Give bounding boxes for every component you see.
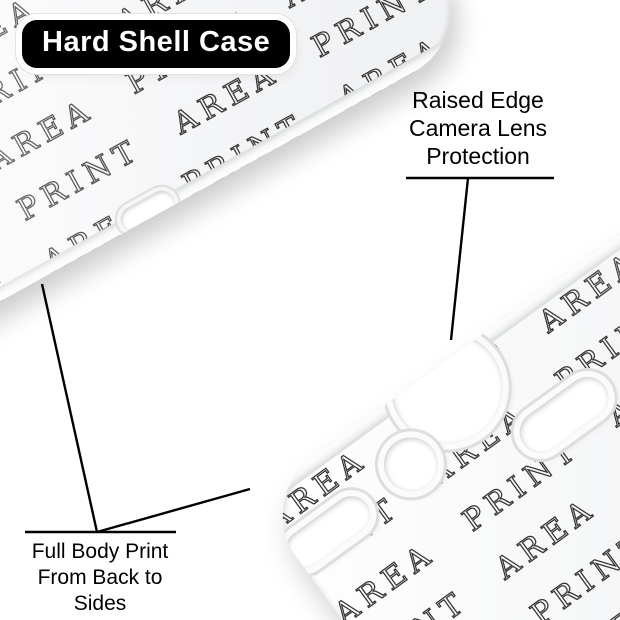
full-body-annotation-line: Full Body Print xyxy=(31,540,169,563)
camera-annotation-line: Protection xyxy=(426,143,530,169)
camera-annotation: Raised Edge Camera Lens Protection xyxy=(393,86,563,170)
title-badge: Hard Shell Case xyxy=(22,20,291,68)
full-body-annotation-line: From Back to xyxy=(37,566,163,589)
camera-annotation-line: Raised Edge xyxy=(412,87,544,113)
full-body-annotation-line: Sides xyxy=(73,592,127,615)
fullbody-pointer-line-left xyxy=(40,283,99,533)
camera-pointer-line xyxy=(449,177,470,341)
full-body-annotation: Full Body Print From Back to Sides xyxy=(14,539,186,617)
camera-annotation-line: Camera Lens xyxy=(408,115,548,141)
fullbody-pointer-line-right xyxy=(96,487,251,534)
